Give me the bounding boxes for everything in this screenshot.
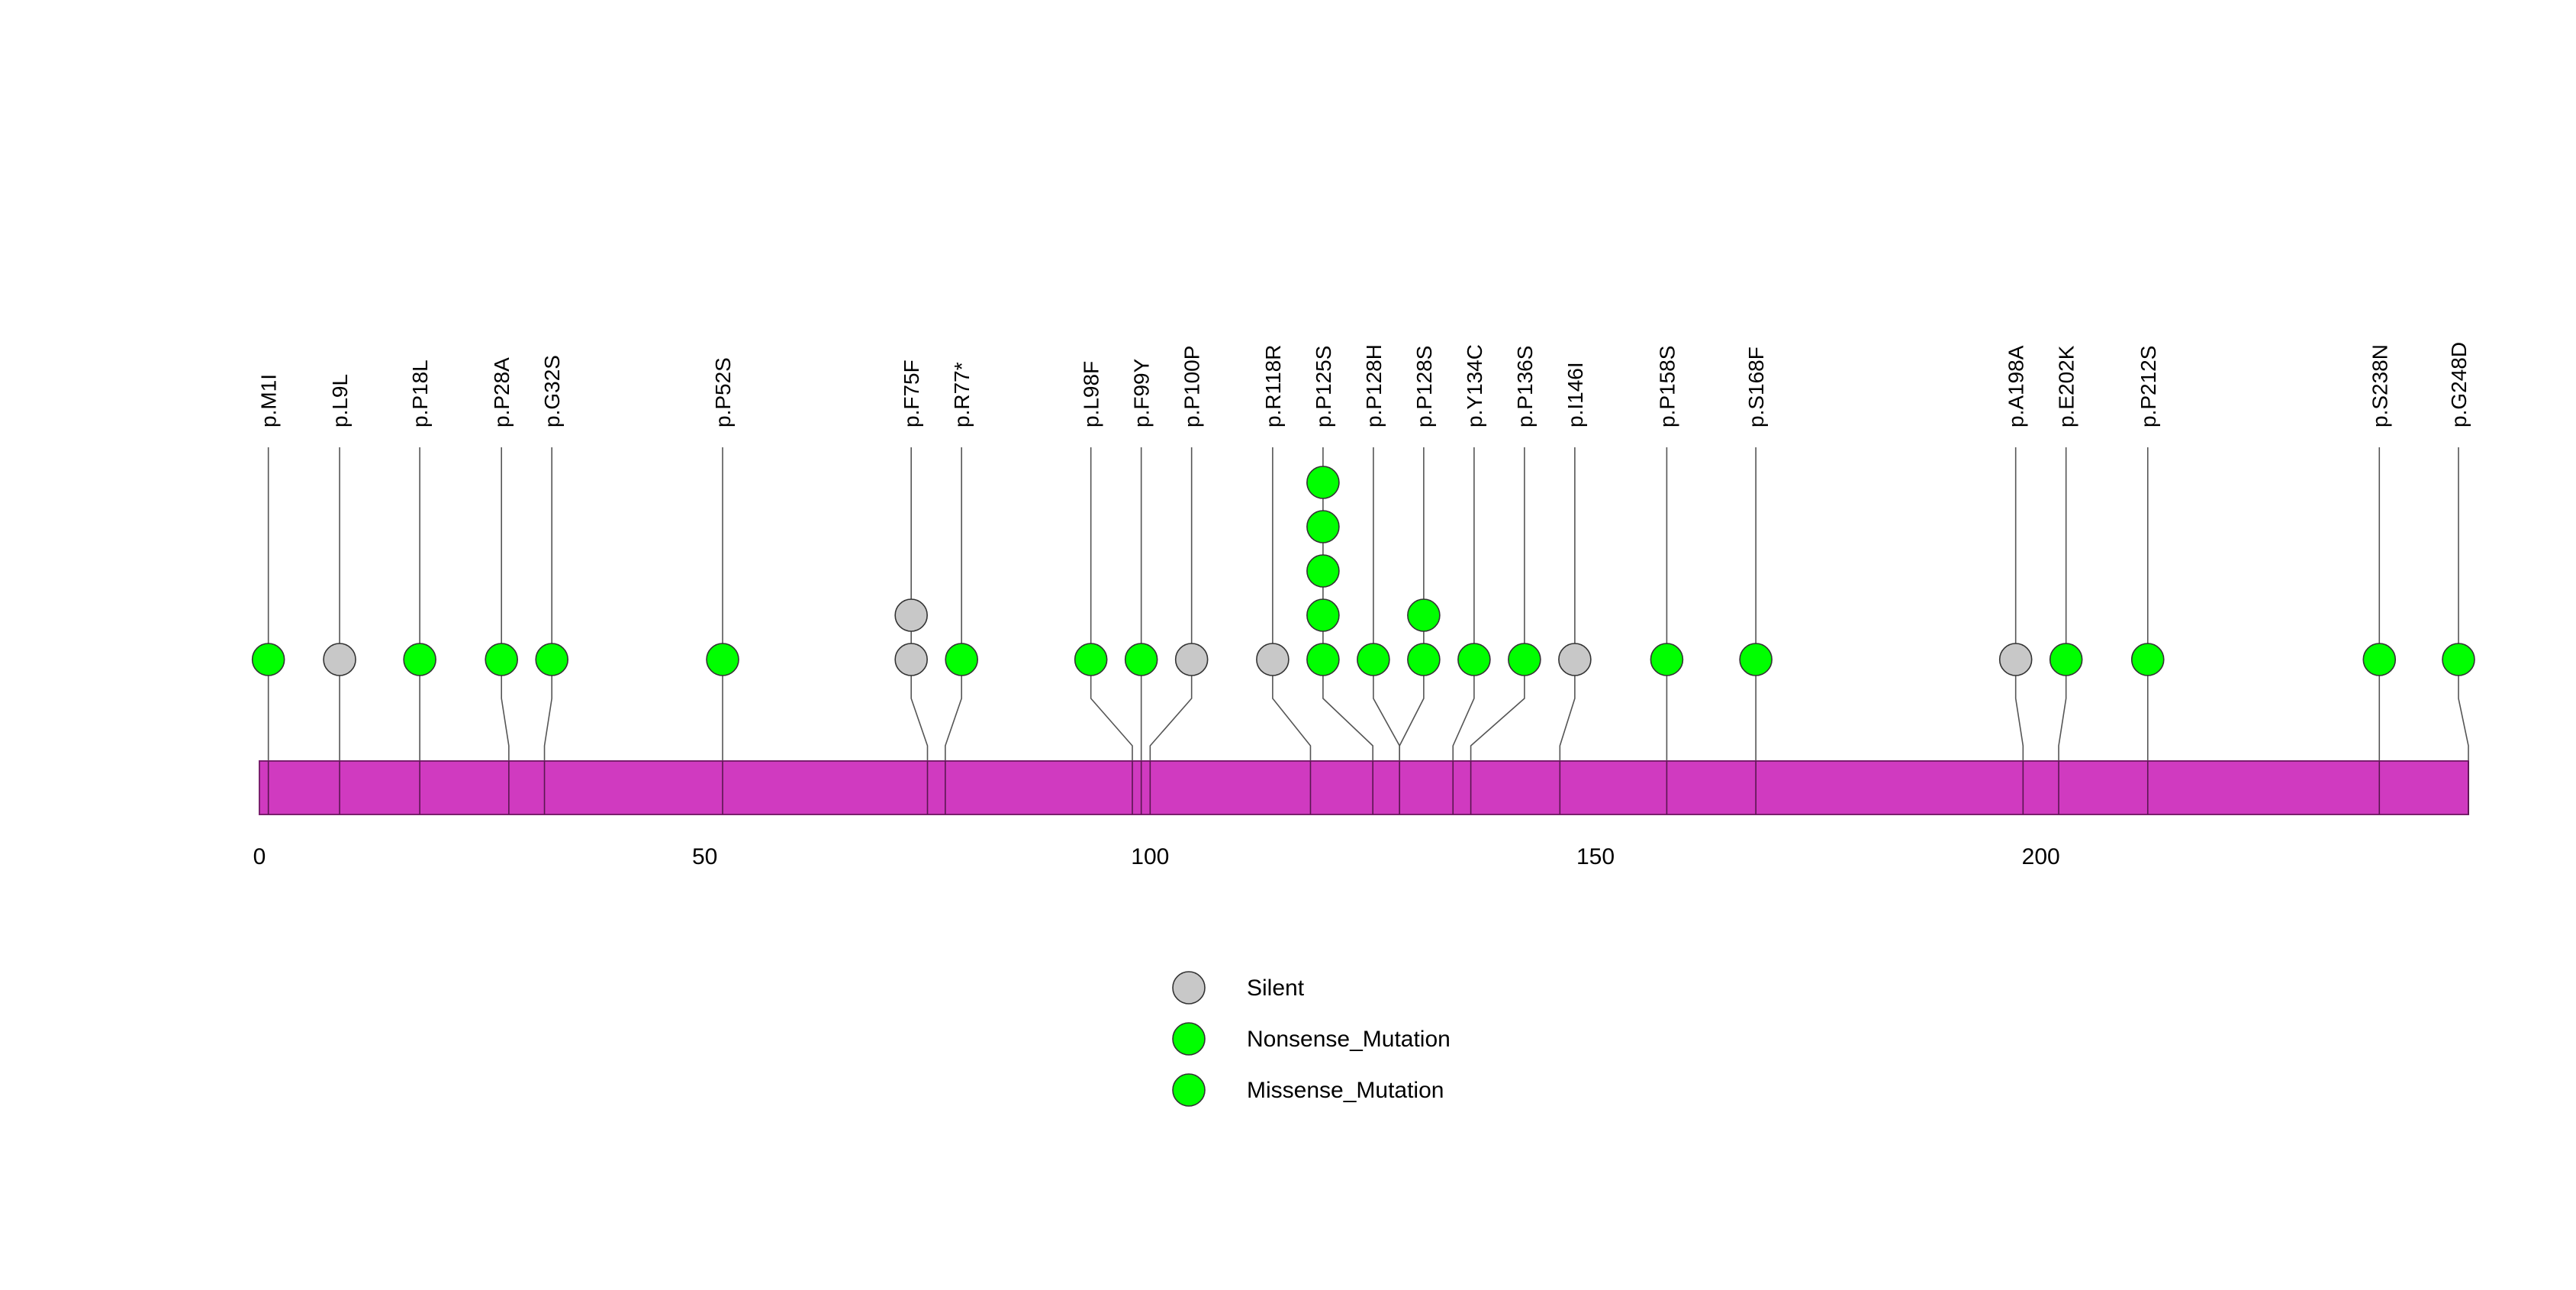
mutation-circle — [894, 598, 928, 632]
mutation-label: p.P125S — [1312, 346, 1335, 427]
mutation-stem — [910, 447, 929, 761]
mutation-stem — [1470, 447, 1525, 761]
mutation-label: p.A198A — [2004, 345, 2028, 427]
mutation-label: p.G248D — [2447, 342, 2471, 427]
mutation-stem — [2458, 447, 2469, 761]
mutation-circle — [1998, 643, 2033, 676]
mutation-circle — [706, 643, 739, 676]
mutation-label: p.E202K — [2055, 345, 2079, 427]
mutation-stem — [1399, 447, 1425, 761]
x-tick-label: 200 — [2022, 844, 2060, 869]
mutation-stem — [945, 447, 962, 761]
mutation-circle — [1256, 643, 1290, 676]
mutation-label: p.Y134C — [1463, 344, 1486, 427]
mutation-circle — [2362, 643, 2397, 676]
x-tick-label: 50 — [692, 844, 717, 869]
mutation-label: p.P28A — [490, 357, 514, 427]
mutation-circle — [894, 643, 928, 676]
x-tick-label: 0 — [253, 844, 266, 869]
mutation-stem — [1559, 447, 1576, 761]
legend-marker — [1172, 1022, 1206, 1056]
mutation-circle — [485, 643, 519, 676]
mutation-label: p.P136S — [1513, 346, 1537, 427]
legend-marker — [1172, 971, 1206, 1005]
mutation-circle — [1739, 643, 1773, 676]
legend-label: Missense_Mutation — [1247, 1078, 1444, 1103]
mutation-circles — [251, 466, 2475, 676]
mutation-circle — [251, 643, 285, 676]
mutation-label: p.P52S — [711, 357, 735, 427]
mutation-label: p.P128S — [1412, 346, 1436, 427]
mutation-circle — [1306, 466, 1340, 499]
mutation-stems — [267, 447, 2469, 761]
mutation-stem — [1272, 447, 1312, 761]
mutation-circle — [1508, 643, 1541, 676]
mutation-circle — [1124, 643, 1158, 676]
mutation-circle — [1650, 643, 1684, 676]
mutation-label: p.L98F — [1080, 361, 1103, 427]
mutation-circle — [1306, 554, 1340, 588]
mutation-label: p.F75F — [900, 360, 923, 427]
mutation-circle — [1407, 643, 1441, 676]
mutation-label: p.P128H — [1362, 344, 1386, 427]
mutation-label: p.L9L — [328, 374, 352, 427]
legend-marker — [1172, 1073, 1206, 1107]
mutation-label: p.G32S — [540, 355, 564, 427]
mutation-circle — [2442, 643, 2475, 676]
mutation-circle — [1407, 598, 1441, 632]
mutation-stem — [2014, 447, 2024, 761]
mutation-circle — [323, 643, 356, 676]
mutation-circle — [1174, 643, 1209, 676]
mutation-circle — [1457, 643, 1491, 676]
mutation-circle — [1357, 643, 1390, 676]
mutation-stem — [543, 447, 553, 761]
legend-label: Nonsense_Mutation — [1247, 1027, 1451, 1052]
bar-position-ticks — [267, 761, 2469, 814]
mutation-stem — [2058, 447, 2067, 761]
mutation-circle — [403, 643, 436, 676]
mutation-label: p.P18L — [408, 360, 432, 427]
mutation-label: p.S168F — [1744, 347, 1768, 427]
mutation-circle — [945, 643, 978, 676]
mutation-circle — [535, 643, 569, 676]
mutation-circle — [1306, 598, 1340, 632]
x-tick-label: 150 — [1576, 844, 1615, 869]
mutation-label: p.R77* — [950, 362, 974, 427]
mutation-label: p.P212S — [2136, 346, 2160, 427]
mutation-circle — [2049, 643, 2083, 676]
mutation-circle — [1306, 510, 1340, 543]
mutation-labels: p.M1I p.L9L p.P18L p.P28A p.G32S p.P52S p.F75F… — [257, 342, 2471, 427]
mutation-stem — [1090, 447, 1133, 761]
mutation-label: p.P158S — [1655, 346, 1679, 427]
mutation-circle — [2130, 643, 2165, 676]
mutation-stem — [1373, 447, 1400, 761]
mutation-label: p.F99Y — [1130, 358, 1154, 427]
mutation-circle — [1306, 643, 1340, 676]
mutation-label: p.R118R — [1261, 345, 1285, 427]
mutation-label: p.S238N — [2368, 344, 2391, 427]
protein-domain-bar — [259, 760, 2469, 815]
mutation-label: p.P100P — [1180, 346, 1204, 427]
mutation-stem — [1149, 447, 1193, 761]
mutation-label: p.I146I — [1563, 362, 1587, 427]
mutation-stem — [501, 447, 510, 761]
mutation-label: p.M1I — [257, 374, 281, 427]
x-tick-label: 100 — [1131, 844, 1169, 869]
x-axis: 0 50 100 150 200 — [253, 844, 2060, 869]
mutation-circle — [1074, 643, 1108, 676]
mutation-circle — [1558, 643, 1592, 676]
legend-label: Silent — [1247, 976, 1305, 1001]
mutation-stem — [1452, 447, 1475, 761]
